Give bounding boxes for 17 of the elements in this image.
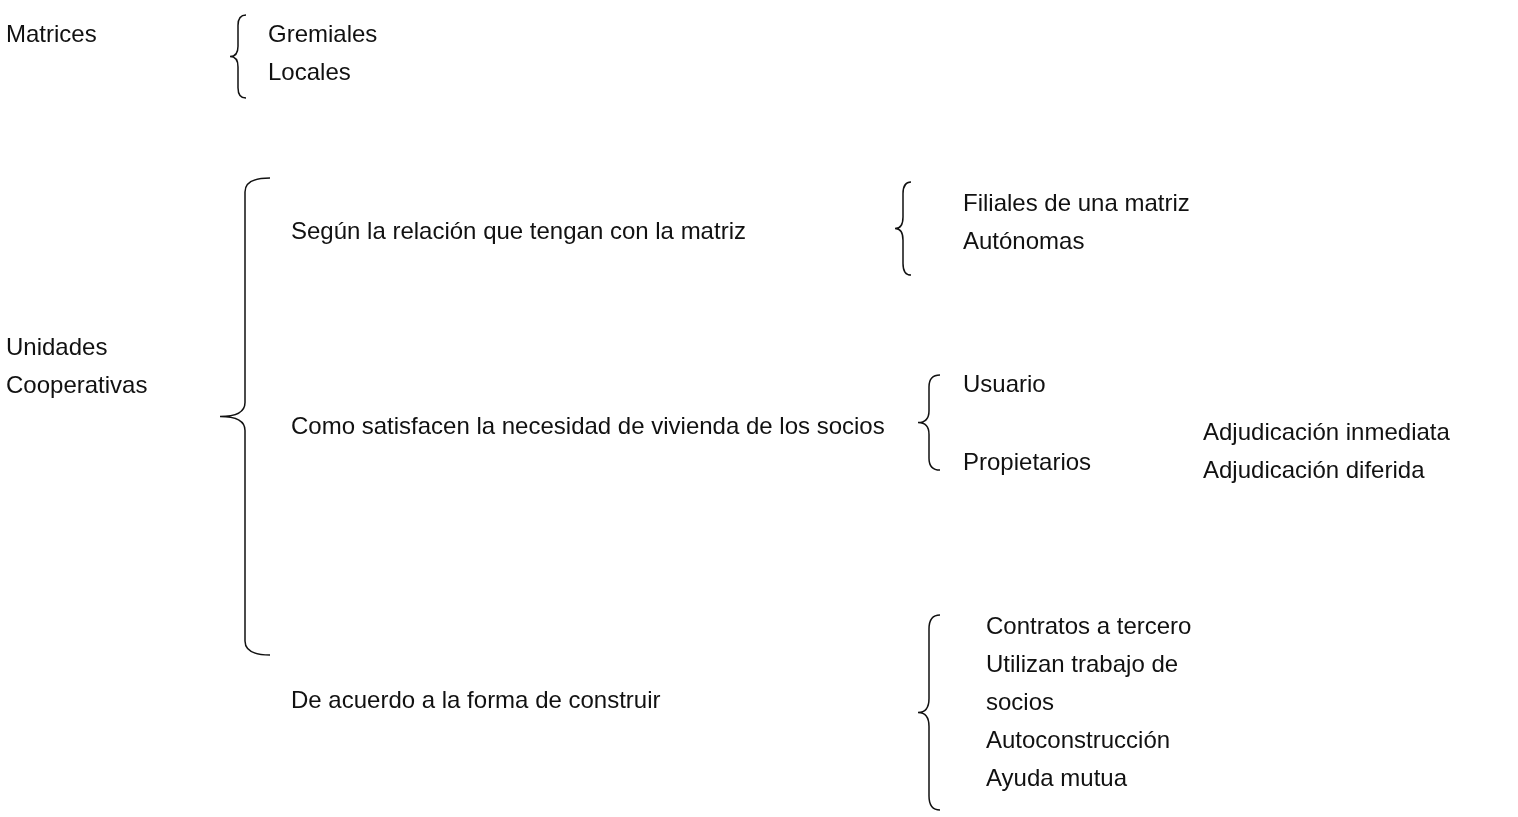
category-label: Contratos a tercero bbox=[986, 611, 1192, 641]
category-label: Autónomas bbox=[963, 226, 1085, 256]
category-label: Matrices bbox=[6, 19, 97, 49]
category-label: Usuario bbox=[963, 369, 1046, 399]
category-label: De acuerdo a la forma de construir bbox=[291, 685, 661, 715]
category-label: Según la relación que tengan con la matriz bbox=[291, 216, 746, 246]
category-label: Adjudicación inmediata bbox=[1203, 417, 1450, 447]
category-label: Como satisfacen la necesidad de vivienda de los socios bbox=[291, 411, 886, 441]
category-label: Adjudicación diferida bbox=[1203, 455, 1425, 485]
category-label: Autoconstrucción bbox=[986, 725, 1171, 755]
category-label: Utilizan trabajo de socios bbox=[986, 649, 1180, 717]
category-label: Unidades Cooperativas bbox=[6, 332, 149, 400]
category-label: Gremiales bbox=[268, 19, 378, 49]
category-label: Locales bbox=[268, 57, 351, 87]
category-label: Propietarios bbox=[963, 447, 1092, 477]
category-label: Ayuda mutua bbox=[986, 763, 1127, 793]
category-label: Filiales de una matriz bbox=[963, 188, 1190, 218]
